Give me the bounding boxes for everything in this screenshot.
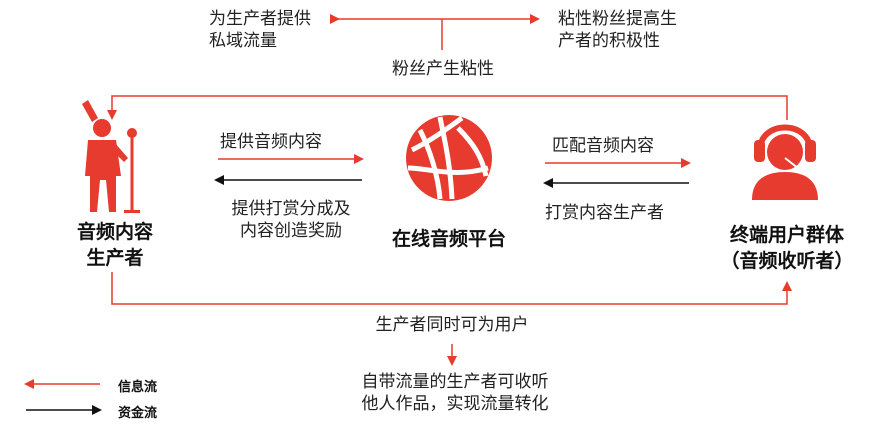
- top-left-label: 为生产者提供 私域流量: [209, 9, 311, 51]
- bottom-loop-label: 生产者同时可为用户: [375, 315, 529, 335]
- listener-icon: [752, 124, 818, 200]
- bottom-loop-arrow: [111, 272, 792, 305]
- creator-to-platform-label: 提供音频内容: [220, 132, 322, 152]
- top-right-label: 粘性粉丝提高生 产者的积极性: [558, 9, 677, 51]
- legend-info-label: 信息流: [118, 380, 158, 395]
- bottom-result-label: 自带流量的生产者可收听 他人作品，实现流量转化: [361, 372, 549, 414]
- top-center-label: 粉丝产生粘性: [392, 59, 494, 79]
- legend-money-label: 资金流: [118, 406, 158, 421]
- platform-to-users-label: 匹配音频内容: [552, 136, 654, 156]
- creator-node-label: 音频内容 生产者: [76, 221, 153, 269]
- globe-icon: [406, 115, 492, 201]
- singer-icon: [82, 100, 140, 213]
- top-loop-arrow: [107, 95, 788, 120]
- platform-node-label: 在线音频平台: [391, 228, 506, 250]
- users-to-platform-label: 打赏内容生产者: [545, 203, 664, 223]
- platform-to-creator-label: 提供打赏分成及 内容创造奖励: [231, 199, 351, 241]
- users-node-label: 终端用户群体 （音频收听者）: [720, 224, 854, 272]
